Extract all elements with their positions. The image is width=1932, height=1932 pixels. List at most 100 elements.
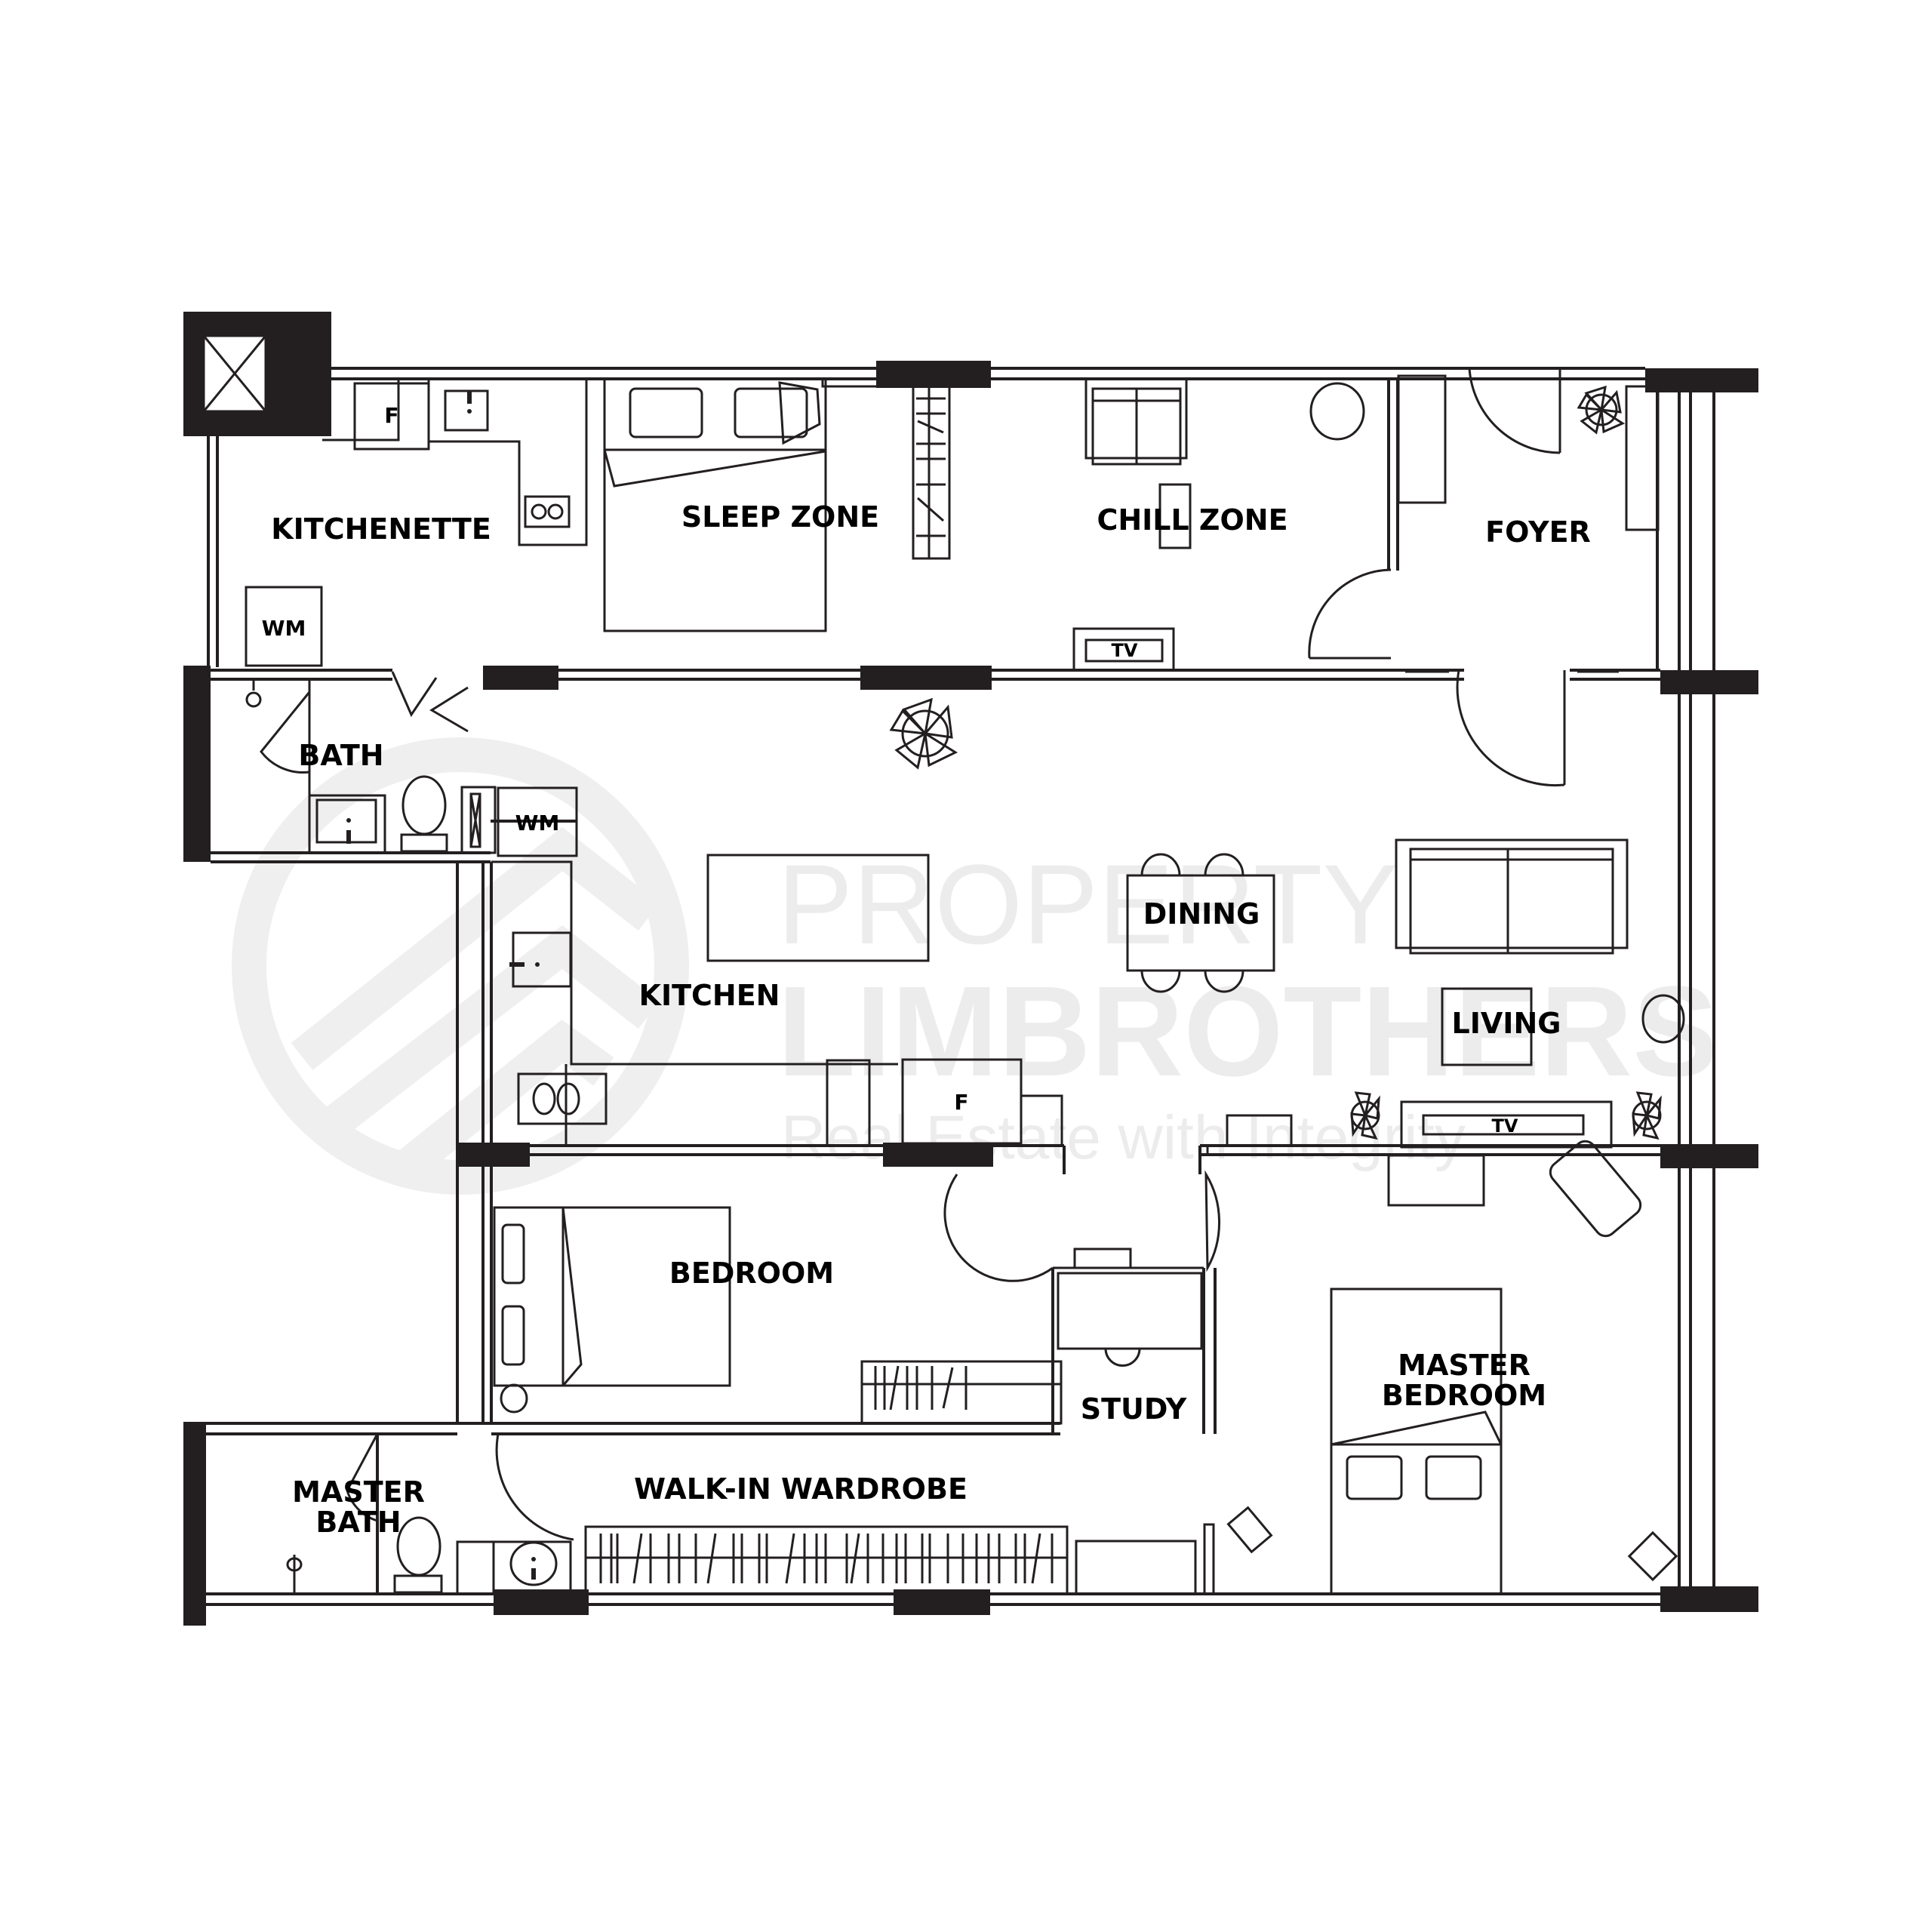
room-label-bath: BATH: [298, 739, 383, 772]
room-label-master-bedroom-line2: BEDROOM: [1382, 1379, 1546, 1412]
living-tv-console: [1400, 1100, 1613, 1149]
master-bedroom-nightstand: [1226, 1506, 1273, 1554]
structural-columns: [183, 312, 1758, 1626]
bedroom-side-table: [500, 1383, 528, 1414]
bath-area: BATH WM: [245, 671, 578, 857]
room-label-master-bath-line2: BATH: [315, 1506, 401, 1539]
study-desk: [1057, 1272, 1203, 1350]
kitchenette-area: F WM KITCHENETTE: [245, 379, 588, 667]
chill-zone-side-table: [1309, 382, 1365, 441]
service-shaft-icon: [202, 334, 267, 413]
bedroom-area: BEDROOM: [493, 1174, 1063, 1425]
kitchen-area: KITCHEN F: [491, 854, 1063, 1147]
master-bath-toilet-icon: [396, 1516, 441, 1577]
wardrobe-hanger-line: [632, 1533, 643, 1584]
kitchenette-hob-icon: [524, 495, 571, 528]
foyer-area: FOYER: [1397, 368, 1660, 787]
dining-chair: [1140, 853, 1181, 876]
bath-shower-door: [260, 691, 311, 774]
sleep-zone-shelf: [912, 385, 951, 560]
kitchenette-sink-icon: [444, 389, 489, 432]
walls: [206, 367, 1715, 1606]
room-label-master-bedroom-line1: MASTER: [1398, 1349, 1531, 1382]
plant-icon: [1577, 385, 1626, 435]
living-tv: [1422, 1114, 1585, 1136]
chill-zone-armchair: [778, 381, 821, 445]
kitchen-island: [706, 854, 930, 962]
bath-double-door-left[interactable]: [391, 671, 438, 718]
wardrobe-hanger-line: [1031, 1533, 1041, 1584]
dining-area: DINING: [1126, 853, 1275, 993]
watermark-line2: LIMBROTHERS: [777, 960, 1718, 1103]
study-door-swing[interactable]: [1204, 1170, 1221, 1272]
wardrobe-hanger-line: [706, 1533, 717, 1584]
plant-icon: [889, 697, 958, 770]
walk-in-wardrobe-door-swing[interactable]: [495, 1433, 574, 1541]
wardrobe-hanger-line: [785, 1533, 795, 1584]
master-bath-shower-door: [346, 1433, 379, 1522]
master-bath-area: MASTER BATH: [286, 1433, 574, 1595]
bath-wm-label: WM: [515, 811, 560, 835]
chill-zone-tv: [1084, 638, 1164, 663]
bath-toilet-icon: [401, 775, 447, 835]
chill-zone-area: CHILL ZONE TV: [778, 377, 1392, 672]
dining-chair: [1204, 853, 1244, 876]
foyer-entrance-door-swing[interactable]: [1468, 368, 1561, 454]
kitchen-hob-icon: [517, 1072, 608, 1125]
kitchenette-washing-machine: [245, 586, 323, 667]
room-label-dining: DINING: [1143, 897, 1260, 931]
master-bedroom-dresser: [1387, 1154, 1485, 1207]
plant-icon: [1350, 1091, 1380, 1140]
room-label-bedroom: BEDROOM: [669, 1257, 834, 1290]
room-label-foyer: FOYER: [1485, 515, 1591, 549]
room-label-kitchen: KITCHEN: [639, 979, 780, 1012]
bedroom-bed: [493, 1206, 731, 1387]
sleep-zone-bed: [603, 377, 827, 632]
chill-zone-coffee-table: [1158, 483, 1192, 549]
bedroom-door-swing[interactable]: [943, 1174, 1054, 1282]
room-label-sleep-zone: SLEEP ZONE: [681, 500, 879, 534]
kitchenette-wm-label: WM: [262, 616, 306, 641]
bath-washing-machine: [497, 786, 578, 857]
walk-in-wardrobe-area: WALK-IN WARDROBE: [584, 1472, 1215, 1595]
foyer-door-swing[interactable]: [1456, 669, 1565, 787]
master-bedroom-nightstand: [1627, 1531, 1678, 1582]
dining-table: [1126, 874, 1275, 972]
room-label-study: STUDY: [1081, 1392, 1187, 1426]
master-bedroom-lounge-chair: [1549, 1140, 1642, 1238]
living-coffee-table: [1441, 987, 1533, 1066]
watermark: PROPERTY LIMBROTHERS Real Estate with In…: [232, 737, 1718, 1195]
study-chair: [1104, 1348, 1141, 1367]
bath-shower-icon: [245, 691, 262, 708]
walk-in-wardrobe-cabinet: [1075, 1540, 1197, 1595]
sleep-zone-area: SLEEP ZONE: [603, 377, 951, 632]
kitchen-fridge-label: F: [954, 1090, 968, 1115]
foyer-shoe-cabinet: [1397, 374, 1447, 504]
living-side-table: [1641, 994, 1685, 1044]
foyer-cabinet: [1625, 385, 1660, 531]
room-label-kitchenette: KITCHENETTE: [271, 512, 491, 546]
plant-icon: [1632, 1091, 1662, 1140]
room-label-walk-in-wardrobe: WALK-IN WARDROBE: [634, 1472, 968, 1506]
chill-zone-tv-label: TV: [1112, 640, 1138, 661]
master-bedroom-bed: [1330, 1287, 1503, 1595]
dining-chair: [1204, 970, 1244, 993]
kitchenette-fridge-label: F: [384, 403, 398, 428]
watermark-line1: PROPERTY: [777, 841, 1398, 968]
room-label-master-bath-line1: MASTER: [292, 1475, 425, 1509]
walk-in-wardrobe-rack: [584, 1525, 1069, 1595]
study-area: STUDY: [1053, 1170, 1221, 1426]
watermark-logo-icon: [232, 737, 689, 1195]
dining-chair: [1140, 970, 1181, 993]
master-bath-shower-icon: [286, 1557, 303, 1572]
living-tv-label: TV: [1492, 1115, 1518, 1137]
room-label-chill-zone: CHILL ZONE: [1097, 503, 1287, 537]
bath-double-door-right[interactable]: [429, 686, 469, 733]
bedroom-wardrobe: [860, 1360, 1063, 1425]
wardrobe-hanger-line: [850, 1533, 860, 1584]
chill-zone-tv-console: [1072, 627, 1175, 672]
living-sofa: [1395, 838, 1629, 949]
living-area: LIVING TV: [1206, 838, 1685, 1155]
room-label-living: LIVING: [1452, 1007, 1561, 1040]
